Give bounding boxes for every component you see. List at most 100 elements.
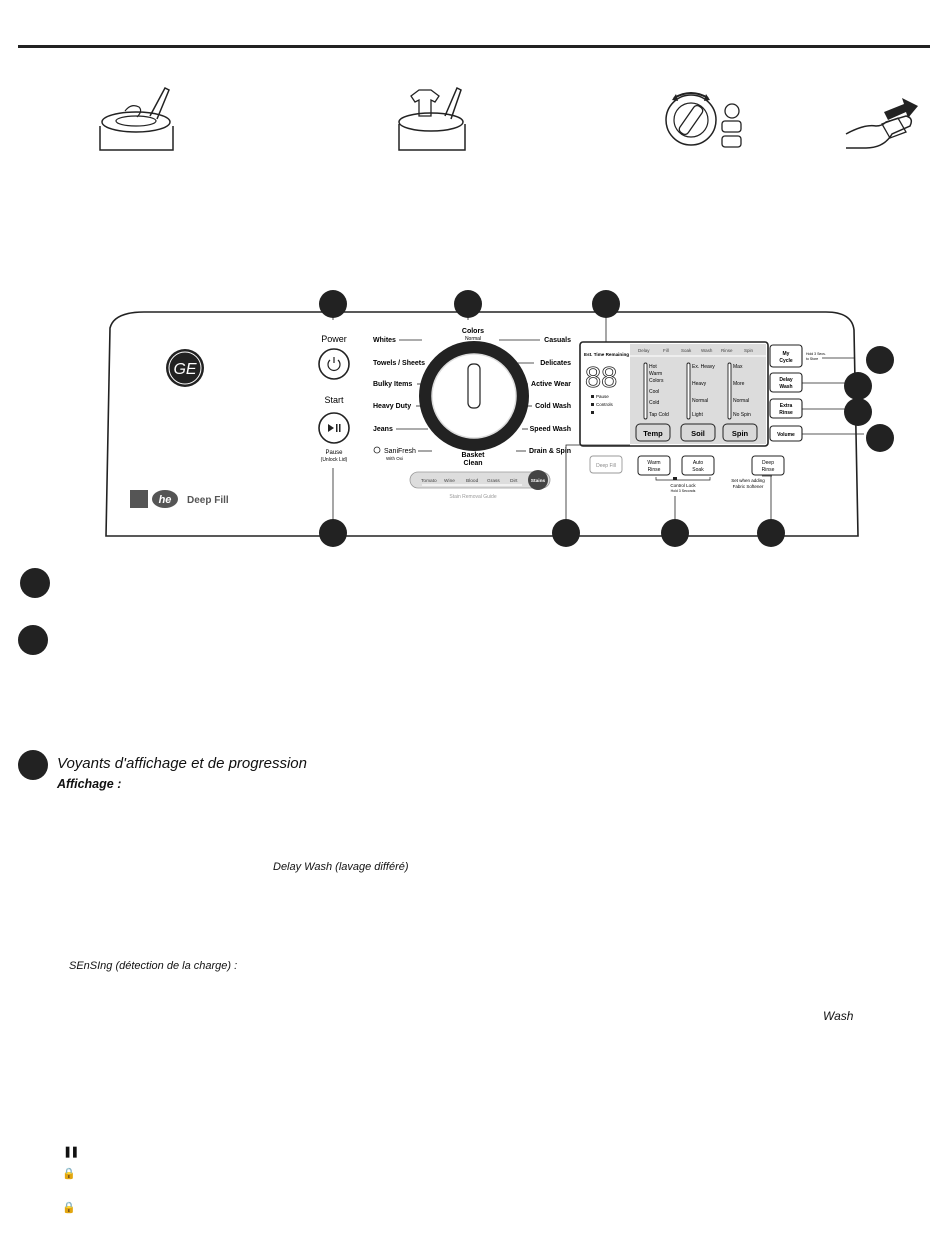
svg-text:Warm: Warm — [647, 460, 660, 466]
dial-label-colors-sub: Normal — [465, 336, 481, 342]
temp-level: Cold — [649, 400, 660, 406]
svg-text:Soak: Soak — [692, 467, 704, 473]
svg-text:My: My — [783, 351, 790, 357]
spin-levels: Max More Normal No Spin — [733, 364, 751, 418]
spin-level: Normal — [733, 398, 749, 404]
display-title: Est. Time Remaining — [584, 352, 629, 357]
dial-label-colors: Colors — [462, 328, 484, 335]
dial-right-labels: Casuals Delicates Active Wear Cold Wash … — [529, 337, 571, 455]
callout-marker — [319, 519, 347, 547]
lock-icon — [673, 477, 677, 480]
fabric-softener-note-2: Fabric Softener — [733, 484, 764, 489]
energy-star-icon — [130, 490, 148, 508]
temp-level: Cool — [649, 389, 659, 395]
stains-button[interactable] — [528, 470, 548, 490]
progress-label: Spin — [744, 348, 754, 353]
section-title: Voyants d'affichage et de progression — [57, 755, 307, 772]
level-bars — [643, 362, 732, 420]
temp-level: Tap Cold — [649, 412, 669, 418]
svg-text:Temp: Temp — [643, 429, 663, 438]
wash-term: Wash — [823, 1009, 854, 1023]
control-lock-bracket — [655, 477, 711, 481]
progress-label: Soak — [681, 348, 692, 353]
callout-lines — [332, 312, 772, 522]
dial-left-labels: Whites Towels / Sheets Bulky Items Heavy… — [373, 337, 425, 433]
progress-label: Fill — [663, 348, 669, 353]
svg-text:Soil: Soil — [691, 429, 705, 438]
svg-text:Spin: Spin — [732, 429, 749, 438]
callout-lines-right — [802, 357, 864, 435]
auto-soak-button[interactable]: Auto Soak — [681, 455, 715, 476]
dial-label-right: Speed Wash — [530, 426, 571, 433]
start-label: Start — [324, 395, 344, 405]
stain-label: Blood — [466, 478, 479, 484]
stain-label: Tomato — [421, 478, 437, 484]
svg-text:Extra: Extra — [780, 403, 793, 409]
volume-button[interactable]: Volume — [769, 425, 803, 442]
soil-levels: Ex. Heavy Heavy Normal Light — [692, 364, 715, 418]
stain-guide-label: Stain Removal Guide — [449, 494, 496, 500]
stain-label: Dirt — [510, 478, 518, 484]
lock-icon: 🔒 — [62, 1202, 76, 1214]
callout-marker — [844, 398, 872, 426]
progress-labels: Delay Fill Soak Wash Rinse Spin — [638, 348, 754, 353]
deep-rinse-button[interactable]: Deep Rinse — [751, 455, 785, 476]
temp-levels: Hot Warm Colors Cool Cold Tap Cold — [649, 364, 669, 418]
progress-label: Delay — [638, 348, 650, 353]
dial-label-right: Casuals — [544, 337, 571, 344]
spin-level: No Spin — [733, 412, 751, 418]
dial-label-left: Whites — [373, 337, 396, 344]
soil-button[interactable]: Soil — [680, 423, 716, 442]
top-rule — [18, 45, 930, 48]
warm-rinse-button[interactable]: Warm Rinse — [637, 455, 671, 476]
power-label: Power — [321, 334, 347, 344]
deep-fill-button[interactable]: Deep Fill — [589, 455, 623, 474]
dial-label-right: Cold Wash — [535, 403, 571, 410]
soil-level: Normal — [692, 398, 708, 404]
dial-label-left: Heavy Duty — [373, 403, 411, 410]
dial-label-right: Active Wear — [531, 381, 571, 388]
callout-marker — [552, 519, 580, 547]
dial-label-left: Jeans — [373, 426, 393, 433]
soil-level: Heavy — [692, 381, 707, 387]
svg-text:Deep Fill: Deep Fill — [596, 463, 616, 469]
svg-text:Volume: Volume — [777, 432, 795, 438]
extra-rinse-button[interactable]: Extra Rinse — [769, 398, 803, 419]
svg-text:Rinse: Rinse — [779, 410, 793, 416]
my-cycle-hint-2: to Store — [806, 357, 818, 361]
svg-text:Cycle: Cycle — [779, 358, 793, 364]
delay-wash-button[interactable]: Delay Wash — [769, 372, 803, 393]
indicator-controls: Controls — [596, 402, 614, 407]
ge-logo: GE — [166, 349, 204, 387]
section-marker — [20, 568, 50, 598]
callout-marker — [757, 519, 785, 547]
play-pause-icon — [328, 424, 341, 432]
deep-fill-logo: Deep Fill — [187, 495, 229, 506]
spin-level: More — [733, 381, 745, 387]
stain-label: Wine — [444, 478, 455, 484]
dial-label-left: Bulky Items — [373, 381, 412, 388]
svg-text:Delay: Delay — [779, 377, 793, 383]
svg-text:he: he — [159, 494, 172, 506]
cycle-dial[interactable] — [419, 341, 529, 451]
svg-text:Stains: Stains — [531, 478, 546, 484]
callout-marker — [844, 372, 872, 400]
control-panel: GE he Deep Fill Power Start Pause (Unloc… — [105, 311, 864, 537]
control-lock-sub: Hold 3 Seconds — [671, 489, 696, 493]
temp-button[interactable]: Temp — [635, 423, 671, 442]
spin-level: Max — [733, 364, 743, 370]
my-cycle-button[interactable]: My Cycle — [769, 344, 803, 368]
dial-label-right: Delicates — [540, 360, 571, 367]
dial-label-sanifresh-sub: With Oxi — [386, 456, 403, 461]
temp-level: Colors — [649, 378, 664, 384]
dial-label-clean: Clean — [463, 460, 482, 467]
display-heading: Affichage : — [57, 777, 122, 791]
spin-button[interactable]: Spin — [722, 423, 758, 442]
temp-level: Warm — [649, 371, 662, 377]
my-cycle-hint: Hold 3 Secs. — [806, 352, 826, 356]
temp-level: Hot — [649, 364, 657, 370]
svg-text:Rinse: Rinse — [762, 467, 775, 473]
stain-label: Grass — [487, 478, 500, 484]
dial-buttons-illustration — [665, 92, 742, 148]
power-button[interactable] — [318, 348, 350, 380]
